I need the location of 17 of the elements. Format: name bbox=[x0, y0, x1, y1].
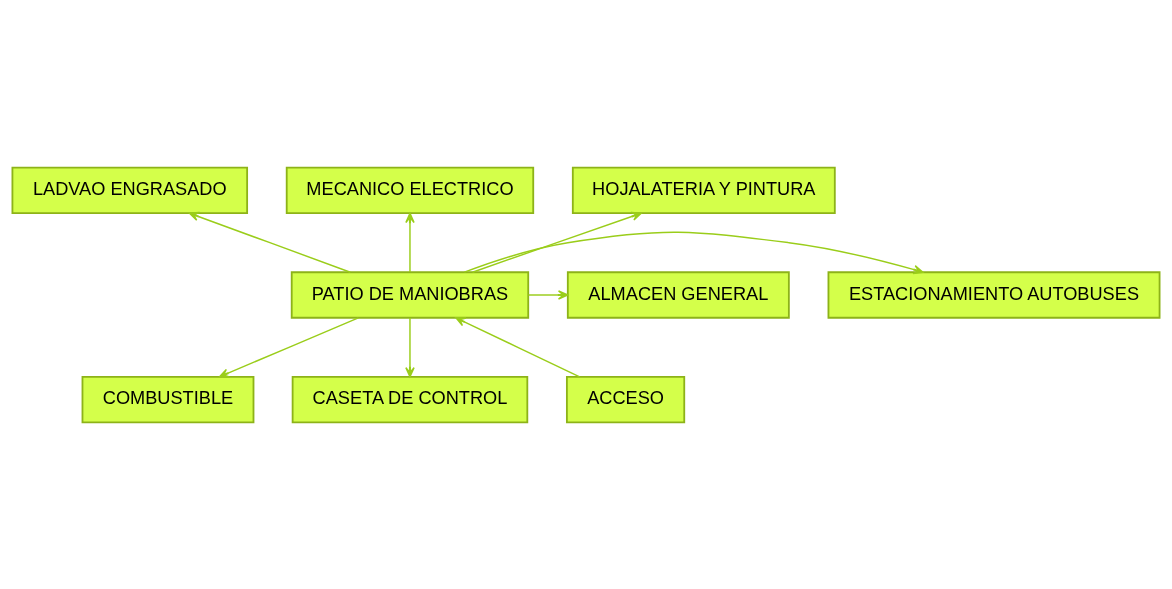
arrow bbox=[405, 316, 415, 377]
arrow bbox=[405, 212, 415, 273]
node-box: PATIO DE MANIOBRAS bbox=[290, 270, 530, 319]
arrow bbox=[455, 316, 581, 378]
node-box: LADVAO ENGRASADO bbox=[11, 166, 249, 214]
node-box: ALMACEN GENERAL bbox=[566, 270, 790, 319]
arrow bbox=[218, 316, 360, 378]
arrow bbox=[471, 211, 642, 273]
arrow bbox=[463, 231, 924, 274]
node-box: ACCESO bbox=[566, 375, 686, 423]
node-box: CASETA DE CONTROL bbox=[291, 375, 529, 423]
node-box: HOJALATERIA Y PINTURA bbox=[571, 166, 836, 214]
arrow bbox=[527, 289, 569, 300]
arrow bbox=[188, 211, 352, 273]
node-box: MECANICO ELECTRICO bbox=[285, 166, 535, 214]
node-box: COMBUSTIBLE bbox=[81, 375, 255, 423]
node-box: ESTACIONAMIENTO AUTOBUSES bbox=[827, 270, 1161, 319]
